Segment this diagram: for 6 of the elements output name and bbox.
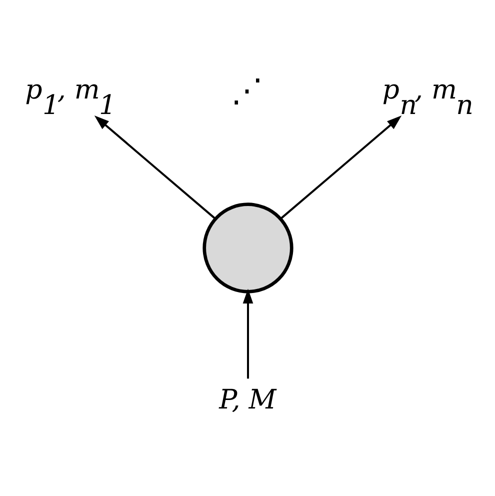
- node-text: P, M: [218, 384, 276, 416]
- arrow: [242, 288, 253, 379]
- label: ⋰: [230, 71, 263, 110]
- node-circle: [202, 202, 293, 294]
- arrow: [280, 116, 402, 220]
- arrow: [94, 116, 216, 220]
